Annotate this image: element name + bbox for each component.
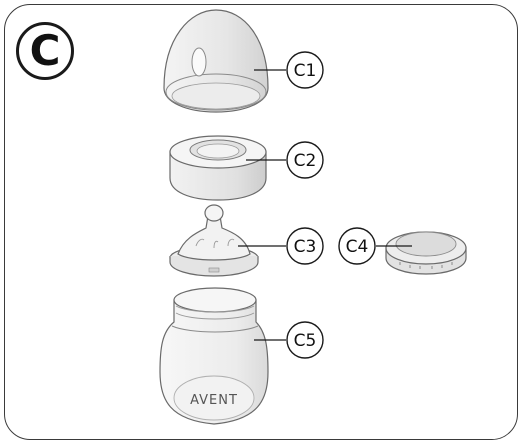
screw-ring-part — [169, 135, 267, 201]
callout-c1: C1 — [286, 51, 324, 89]
callout-c5: C5 — [286, 321, 324, 359]
callout-leaders — [238, 69, 412, 341]
callout-label: C3 — [294, 237, 317, 257]
callout-label: C1 — [294, 61, 317, 81]
bottle-brand-text: AVENT — [190, 393, 238, 408]
cap-part — [163, 9, 269, 113]
callout-c4: C4 — [338, 227, 376, 265]
callout-label: C2 — [294, 151, 317, 171]
callout-c2: C2 — [286, 141, 324, 179]
callout-c3: C3 — [286, 227, 324, 265]
section-label-badge: C — [16, 22, 74, 80]
callout-label: C5 — [294, 331, 317, 351]
nipple-part — [169, 204, 259, 277]
sealing-disc-part — [385, 231, 467, 275]
bottle-part: AVENT — [159, 287, 269, 425]
callout-label: C4 — [346, 237, 369, 257]
